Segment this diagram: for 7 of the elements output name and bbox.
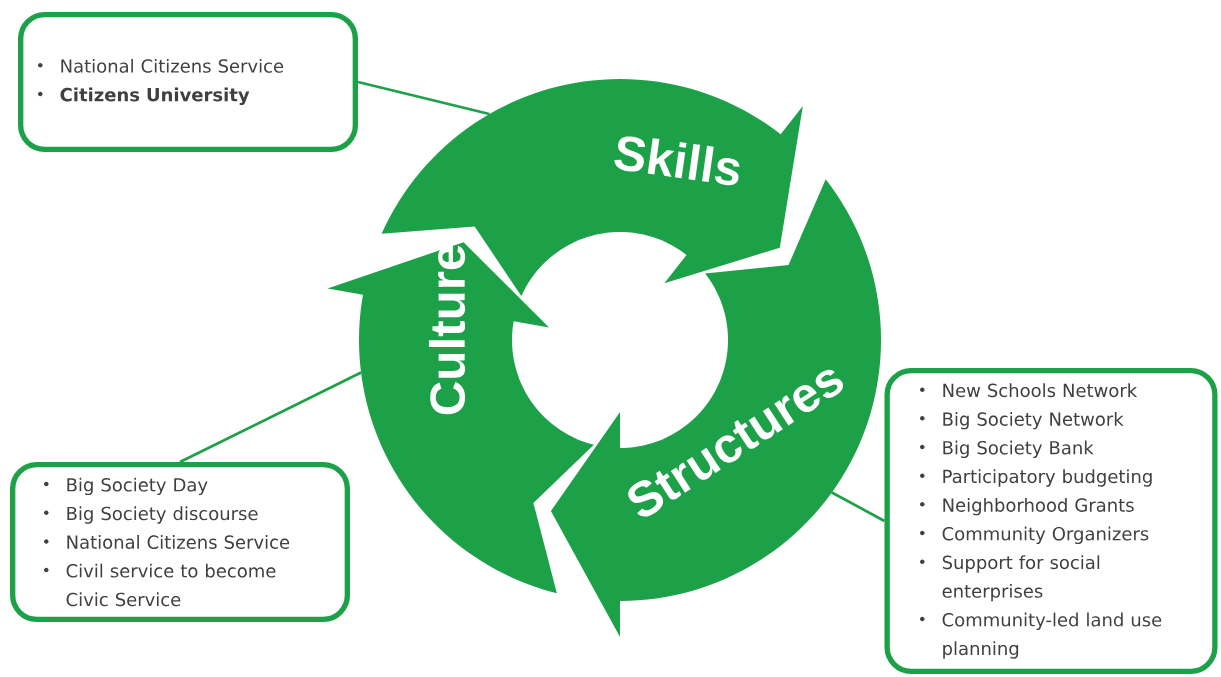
leader-line bbox=[831, 491, 886, 523]
leader-line bbox=[357, 80, 490, 116]
text-box: New Schools Network Big Society Network Big Society Bank Participatory budgeting Neighborhood Grants Community Organizers Support for social enterprises Community-led land use planning bbox=[884, 368, 1218, 674]
text-box: Big Society Day Big Society discourse National Citizens Service Civil service to become Civic Service bbox=[10, 462, 350, 622]
text-box: National Citizens Service Citizens University bbox=[18, 12, 358, 152]
leader-line bbox=[179, 371, 362, 464]
ring-segment: Culture bbox=[327, 242, 594, 594]
